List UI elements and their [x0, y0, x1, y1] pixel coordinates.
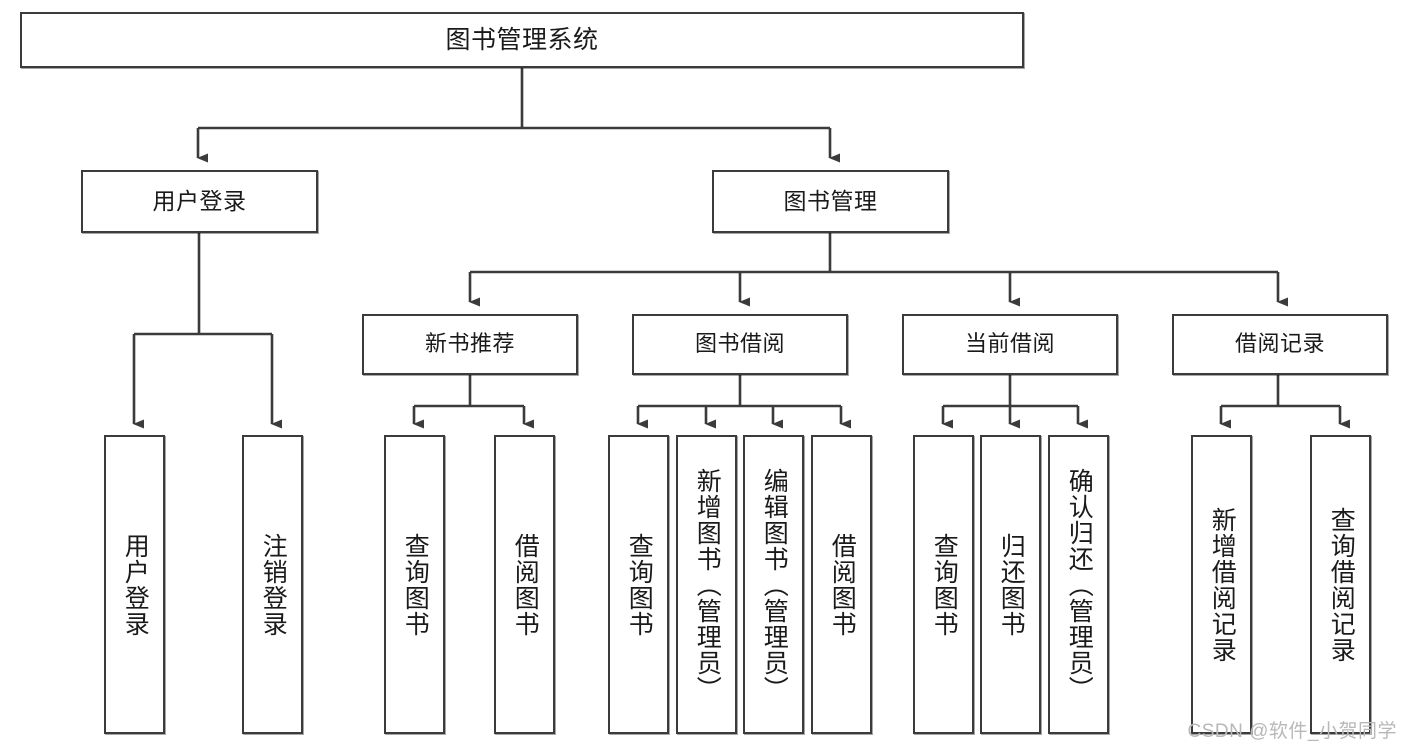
node-label: 图书管理	[783, 187, 878, 214]
node-label: 查询图书	[930, 532, 959, 637]
node-label: 确认归还（管理员）	[1065, 467, 1094, 702]
leaf-newbook-borrow-book[interactable]: 借阅图书	[494, 435, 555, 734]
node-label: 借阅记录	[1234, 331, 1325, 357]
node-root-system[interactable]: 图书管理系统	[20, 12, 1024, 68]
node-label: 查询借阅记录	[1327, 506, 1356, 663]
node-label: 注销登录	[259, 532, 288, 637]
node-label: 用户登录	[121, 532, 150, 637]
leaf-borrow-query-book[interactable]: 查询图书	[608, 435, 669, 734]
node-label: 编辑图书（管理员）	[760, 467, 789, 702]
leaf-user-logout[interactable]: 注销登录	[242, 435, 303, 734]
leaf-user-login[interactable]: 用户登录	[104, 435, 165, 734]
leaf-current-query-book[interactable]: 查询图书	[913, 435, 974, 734]
watermark-text: CSDN @软件_小贺同学	[1187, 721, 1397, 742]
leaf-current-return-book[interactable]: 归还图书	[980, 435, 1041, 734]
leaf-current-confirm-return-admin[interactable]: 确认归还（管理员）	[1048, 435, 1109, 734]
leaf-borrow-borrow-book[interactable]: 借阅图书	[811, 435, 872, 734]
leaf-newbook-query-book[interactable]: 查询图书	[384, 435, 445, 734]
node-book-management[interactable]: 图书管理	[712, 170, 949, 233]
node-user-login[interactable]: 用户登录	[81, 170, 318, 233]
node-label: 新增借阅记录	[1208, 506, 1237, 663]
node-current-borrow[interactable]: 当前借阅	[902, 314, 1118, 375]
node-label: 图书管理系统	[445, 26, 599, 54]
node-borrow-record[interactable]: 借阅记录	[1172, 314, 1388, 375]
node-label: 用户登录	[152, 187, 247, 214]
node-label: 当前借阅	[964, 331, 1055, 357]
node-label: 借阅图书	[511, 532, 540, 637]
node-label: 新增图书（管理员）	[693, 467, 722, 702]
leaf-borrow-edit-book-admin[interactable]: 编辑图书（管理员）	[743, 435, 804, 734]
node-label: 查询图书	[401, 532, 430, 637]
node-label: 借阅图书	[828, 532, 857, 637]
leaf-record-add-record[interactable]: 新增借阅记录	[1191, 435, 1252, 734]
node-label: 查询图书	[625, 532, 654, 637]
node-label: 图书借阅	[694, 331, 785, 357]
leaf-borrow-add-book-admin[interactable]: 新增图书（管理员）	[676, 435, 737, 734]
node-label: 归还图书	[997, 532, 1026, 637]
node-new-book-recommend[interactable]: 新书推荐	[362, 314, 578, 375]
node-book-borrow[interactable]: 图书借阅	[632, 314, 848, 375]
node-label: 新书推荐	[424, 331, 515, 357]
leaf-record-query-record[interactable]: 查询借阅记录	[1310, 435, 1371, 734]
